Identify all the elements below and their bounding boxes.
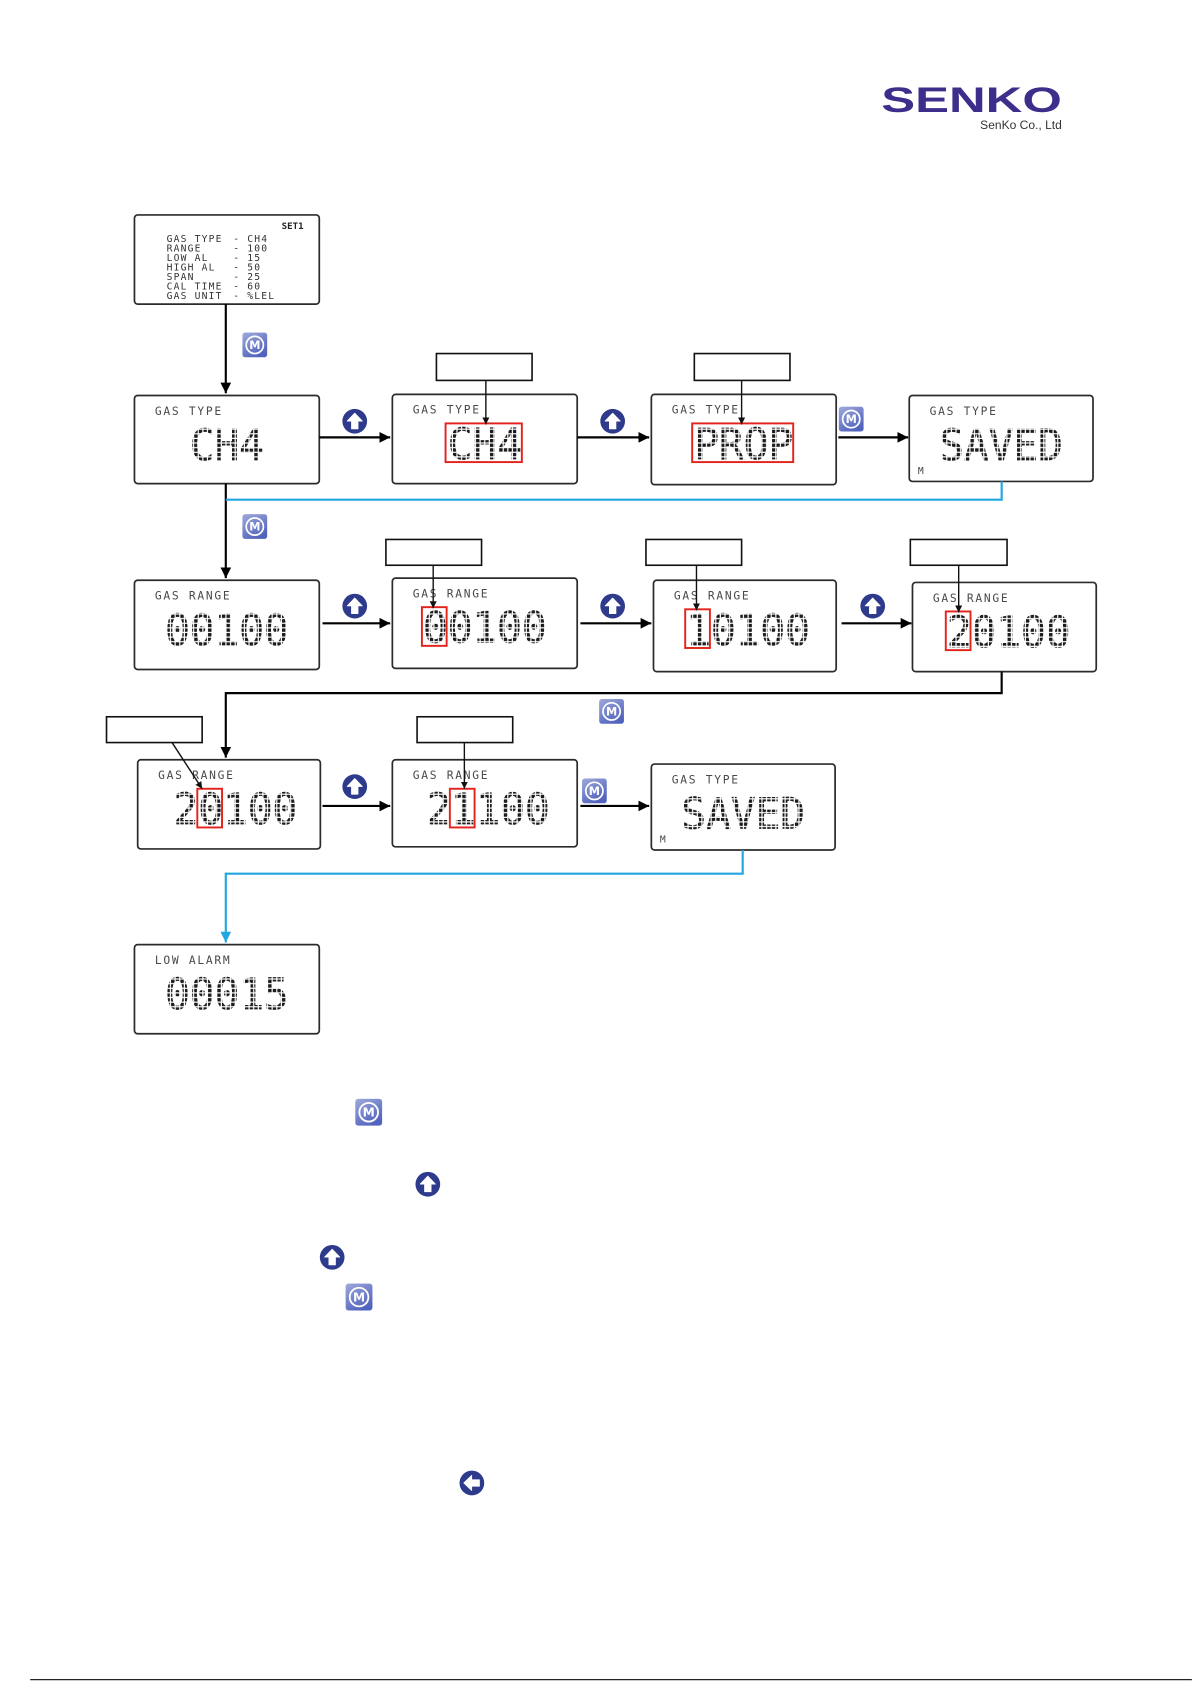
mode-button-icon <box>581 778 608 804</box>
lcd-label: GAS TYPE <box>930 405 998 418</box>
lcd-label: GAS RANGE <box>933 592 1010 605</box>
senko-logo: SENKO SenKo Co., Ltd <box>881 80 1062 132</box>
lcd-screen: GAS RANGE00100 <box>391 577 579 670</box>
lcd-screen: GAS RANGE10100 <box>652 579 838 673</box>
dot-matrix-mask <box>944 611 1073 653</box>
mode-button-icon <box>241 332 268 358</box>
callouts <box>105 352 1008 790</box>
dot-matrix-mask <box>162 609 291 651</box>
return-path <box>225 481 1003 501</box>
mode-button-icon <box>354 1098 383 1127</box>
callout-box <box>435 352 533 382</box>
dot-matrix-mask <box>162 973 291 1015</box>
button-icons <box>241 332 886 1496</box>
cursor-highlight <box>448 787 476 829</box>
setting-name: GAS TYPE <box>167 234 223 245</box>
callout-box <box>693 352 791 382</box>
callout-box <box>645 538 743 567</box>
lcd-label: GAS RANGE <box>413 587 490 600</box>
callout-box <box>416 715 514 744</box>
lcd-screen: GAS TYPEPROP <box>650 393 838 486</box>
dot-matrix-mask <box>684 609 812 651</box>
lcd-screen-flow: GAS TYPECH4GAS TYPECH4GAS TYPEPROPGAS TY… <box>133 393 1098 1035</box>
up-button-icon <box>599 408 626 435</box>
setting-value: - CH4 <box>233 234 268 245</box>
cursor-highlight <box>196 787 224 829</box>
setting-name: HIGH AL <box>167 262 216 273</box>
setting-value: - 100 <box>233 243 268 254</box>
lcd-screen: GAS RANGE20100 <box>911 581 1098 673</box>
setting-name: SPAN <box>167 272 195 283</box>
lcd-screen: GAS TYPECH4 <box>133 394 321 485</box>
company-name: SenKo Co., Ltd <box>980 118 1062 132</box>
setting-value: - 15 <box>233 253 261 264</box>
up-button-icon <box>319 1244 345 1271</box>
lcd-screen: GAS RANGE00100 <box>133 579 321 671</box>
callout-box <box>909 538 1008 567</box>
setting-name: LOW AL <box>167 253 209 264</box>
return-paths <box>220 481 1003 943</box>
lcd-screen: GAS TYPECH4 <box>391 393 579 485</box>
callout-box <box>105 715 203 744</box>
lcd-label: GAS TYPE <box>155 405 223 418</box>
up-button-icon <box>859 593 886 619</box>
dot-matrix-mask <box>424 788 552 830</box>
flow-arrow <box>220 671 1003 758</box>
callout-box <box>385 538 483 567</box>
lcd-label: GAS RANGE <box>155 590 232 603</box>
lcd-label: GAS TYPE <box>672 404 740 417</box>
callout-arrow <box>171 742 203 790</box>
lcd-screen: GAS RANGE20100 <box>136 758 322 850</box>
lcd-label: GAS RANGE <box>413 769 490 782</box>
up-button-icon <box>599 593 626 619</box>
mode-button-icon <box>598 698 625 725</box>
set-number: SET1 <box>282 222 304 232</box>
lcd-label: GAS RANGE <box>158 769 235 782</box>
dot-matrix-mask <box>420 607 549 648</box>
lcd-label: GAS TYPE <box>672 773 740 786</box>
dot-matrix-mask <box>692 423 796 465</box>
lcd-label: GAS TYPE <box>413 404 481 417</box>
up-button-icon <box>341 773 368 800</box>
setting-value: - 50 <box>233 262 261 273</box>
setting-name: CAL TIME <box>167 281 223 292</box>
dot-matrix-mask <box>445 423 525 465</box>
mode-indicator: M <box>918 466 924 477</box>
left-button-icon <box>459 1470 485 1496</box>
setting-value: - 25 <box>233 272 261 283</box>
dot-matrix-mask <box>937 424 1066 466</box>
lcd-screen: GAS TYPESAVEDM <box>908 394 1094 483</box>
lcd-screen: GAS RANGE21100 <box>391 758 579 848</box>
lcd-screen: LOW ALARM00015 <box>133 943 321 1035</box>
return-path <box>220 850 744 943</box>
lcd-label: LOW ALARM <box>155 954 232 967</box>
setting-name: RANGE <box>167 243 202 254</box>
up-button-icon <box>341 408 368 435</box>
lcd-label: GAS RANGE <box>674 590 751 603</box>
brand-name: SENKO <box>881 80 1062 120</box>
mode-indicator: M <box>660 834 666 845</box>
setting-name: GAS UNIT <box>167 291 223 302</box>
dot-matrix-mask <box>679 793 808 834</box>
setting-value: - %LEL <box>233 291 275 302</box>
up-button-icon <box>341 593 368 619</box>
lcd-screen: GAS TYPESAVEDM <box>650 763 836 851</box>
dot-matrix-mask <box>171 788 300 830</box>
dot-matrix-mask <box>187 424 267 466</box>
setting-value: - 60 <box>233 281 261 292</box>
mode-button-icon <box>241 513 268 540</box>
flow-arrows <box>220 304 1003 812</box>
up-button-icon <box>415 1171 441 1198</box>
mode-button-icon <box>345 1283 374 1312</box>
mode-button-icon <box>838 406 865 432</box>
